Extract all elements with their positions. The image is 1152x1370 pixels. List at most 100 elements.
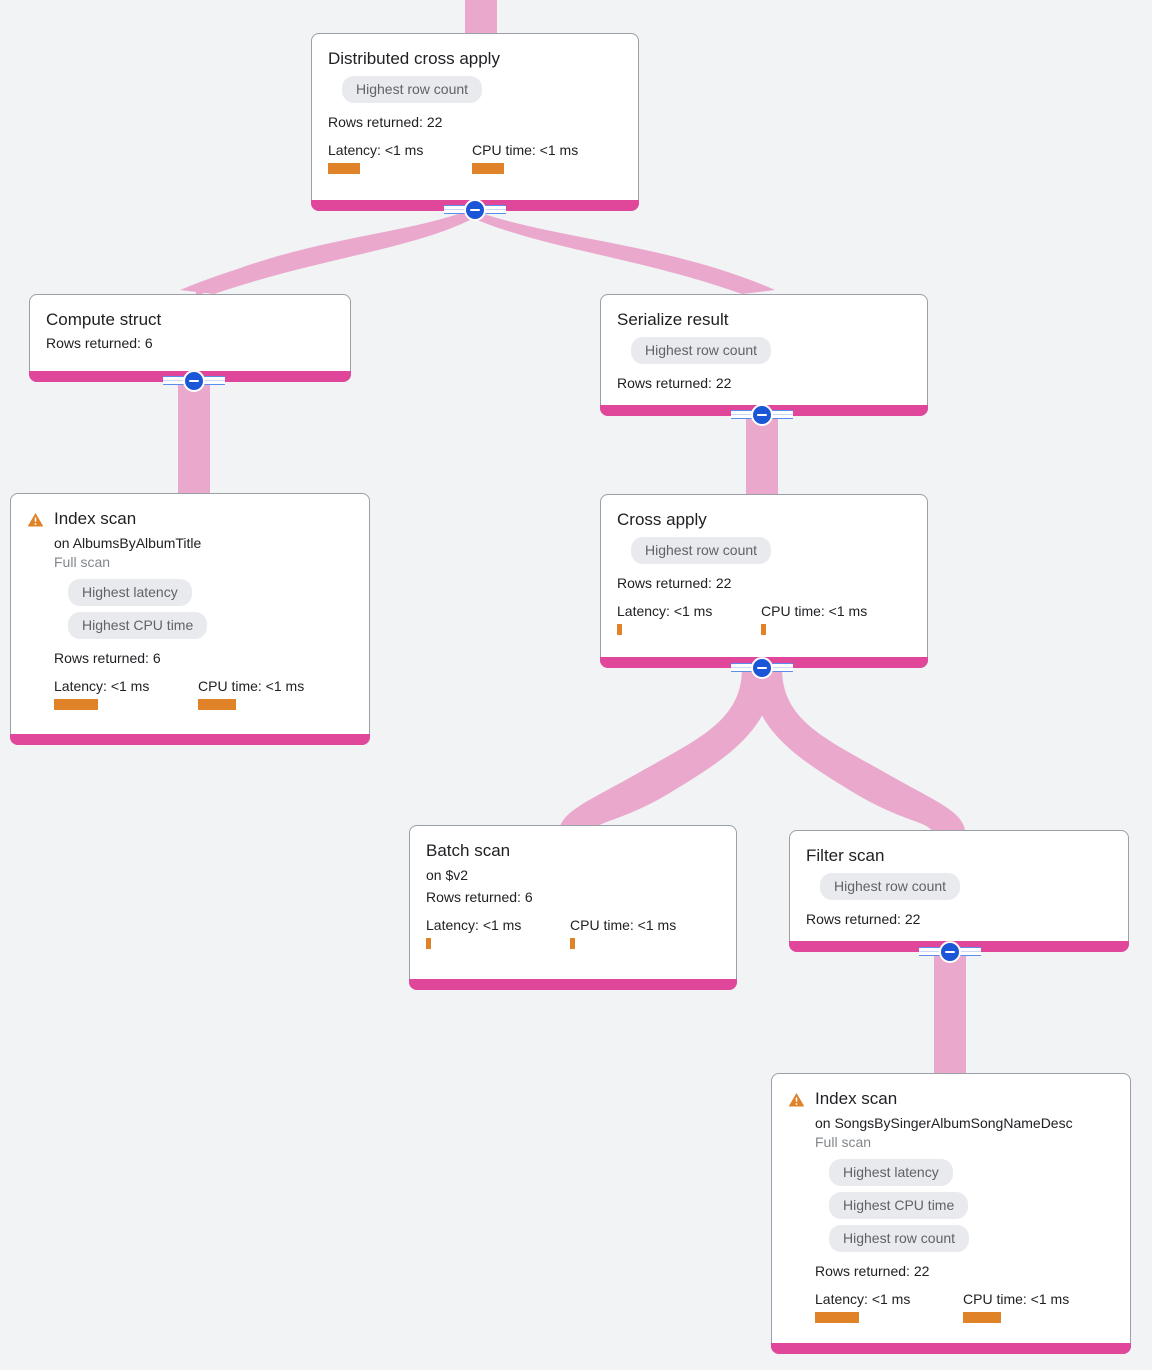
node-index-scan-songs[interactable]: Index scan on SongsBySingerAlbumSongName… xyxy=(771,1073,1131,1354)
chip-highest-row-count: Highest row count xyxy=(829,1225,970,1252)
collapse-button-filter-scan[interactable] xyxy=(939,941,961,963)
node-serialize-result[interactable]: Serialize result Highest row count Rows … xyxy=(600,294,928,416)
chip-highest-cpu-time: Highest CPU time xyxy=(829,1192,969,1219)
collapse-button-distributed-cross-apply[interactable] xyxy=(464,199,486,221)
metric-cpu-label: CPU time: <1 ms xyxy=(570,917,677,933)
edge-root-to-compute-struct xyxy=(196,210,470,296)
node-header: Compute struct Rows returned: 6 xyxy=(46,309,334,353)
warning-icon xyxy=(788,1092,805,1107)
node-metrics: Latency: <1 ms CPU time: <1 ms xyxy=(426,916,720,949)
metric-latency-label: Latency: <1 ms xyxy=(426,917,522,933)
node-rows-returned: Rows returned: 22 xyxy=(806,911,921,927)
node-rows-returned: Rows returned: 22 xyxy=(617,375,732,391)
node-header: Batch scan on $v2 Rows returned: 6 Laten… xyxy=(426,840,720,949)
node-header: Cross apply Highest row count Rows retur… xyxy=(617,509,911,635)
node-title: Serialize result xyxy=(617,310,729,329)
metric-cpu-bar xyxy=(570,938,575,949)
node-rows-returned: Rows returned: 22 xyxy=(617,575,732,591)
edge-compute-struct-to-index-scan xyxy=(178,382,210,497)
node-header: Distributed cross apply Highest row coun… xyxy=(328,48,622,174)
metric-latency: Latency: <1 ms xyxy=(815,1290,963,1323)
node-index-scan-albums[interactable]: Index scan on AlbumsByAlbumTitle Full sc… xyxy=(10,493,370,745)
node-header: Index scan on SongsBySingerAlbumSongName… xyxy=(788,1088,1114,1323)
collapse-button-serialize-result[interactable] xyxy=(751,404,773,426)
collapse-button-cross-apply[interactable] xyxy=(751,657,773,679)
chip-highest-row-count: Highest row count xyxy=(820,873,961,900)
node-chips: Highest latency Highest CPU time xyxy=(54,576,353,642)
node-chips: Highest row count xyxy=(806,870,1112,903)
metric-latency-bar xyxy=(328,163,360,174)
node-batch-scan[interactable]: Batch scan on $v2 Rows returned: 6 Laten… xyxy=(409,825,737,990)
chip-highest-row-count: Highest row count xyxy=(342,76,483,103)
metric-cpu-time: CPU time: <1 ms xyxy=(198,677,304,710)
metric-cpu-time: CPU time: <1 ms xyxy=(761,602,867,635)
metric-cpu-label: CPU time: <1 ms xyxy=(198,678,305,694)
node-accent-bar xyxy=(10,734,370,745)
node-index-name: on AlbumsByAlbumTitle xyxy=(54,535,202,551)
metric-latency-label: Latency: <1 ms xyxy=(54,678,150,694)
metric-cpu-time: CPU time: <1 ms xyxy=(472,141,578,174)
metric-cpu-bar xyxy=(472,163,504,174)
node-title: Index scan xyxy=(54,509,137,528)
node-chips: Highest row count xyxy=(617,334,911,367)
node-chips: Highest latency Highest CPU time Highest… xyxy=(815,1156,1114,1255)
edge-cross-apply-to-batch-scan xyxy=(558,668,774,838)
node-rows-returned: Rows returned: 6 xyxy=(54,650,161,666)
metric-latency-bar xyxy=(54,699,98,710)
node-chips: Highest row count xyxy=(617,534,911,567)
metric-latency-label: Latency: <1 ms xyxy=(815,1291,911,1307)
chip-highest-row-count: Highest row count xyxy=(631,537,772,564)
metric-cpu-label: CPU time: <1 ms xyxy=(761,603,868,619)
metric-latency: Latency: <1 ms xyxy=(617,602,761,635)
node-scan-type: Full scan xyxy=(815,1134,872,1150)
collapse-button-compute-struct[interactable] xyxy=(183,370,205,392)
metric-latency-bar xyxy=(815,1312,859,1323)
edge-root-to-serialize-result xyxy=(477,212,775,294)
metric-cpu-time: CPU time: <1 ms xyxy=(570,916,676,949)
node-rows-returned: Rows returned: 22 xyxy=(328,114,443,130)
metric-cpu-time: CPU time: <1 ms xyxy=(963,1290,1069,1323)
warning-icon xyxy=(27,512,44,527)
metric-cpu-bar xyxy=(761,624,766,635)
node-title: Compute struct xyxy=(46,310,162,329)
edge-cross-apply-to-filter-scan xyxy=(750,668,966,838)
node-rows-returned: Rows returned: 22 xyxy=(815,1263,930,1279)
node-metrics: Latency: <1 ms CPU time: <1 ms xyxy=(54,677,353,710)
metric-latency-label: Latency: <1 ms xyxy=(617,603,713,619)
edge-root-to-compute-struct-body xyxy=(180,212,470,294)
chip-highest-row-count: Highest row count xyxy=(631,337,772,364)
metric-latency-bar xyxy=(617,624,622,635)
node-rows-returned: Rows returned: 6 xyxy=(46,335,153,351)
metric-cpu-label: CPU time: <1 ms xyxy=(472,142,579,158)
node-title: Cross apply xyxy=(617,510,707,529)
node-header: Filter scan Highest row count Rows retur… xyxy=(806,845,1112,929)
node-accent-bar xyxy=(409,979,737,990)
node-header: Index scan on AlbumsByAlbumTitle Full sc… xyxy=(27,508,353,710)
node-title: Distributed cross apply xyxy=(328,49,500,68)
node-scan-type: Full scan xyxy=(54,554,111,570)
node-cross-apply[interactable]: Cross apply Highest row count Rows retur… xyxy=(600,494,928,668)
node-filter-scan[interactable]: Filter scan Highest row count Rows retur… xyxy=(789,830,1129,952)
node-metrics: Latency: <1 ms CPU time: <1 ms xyxy=(617,602,911,635)
chip-highest-latency: Highest latency xyxy=(68,579,192,606)
metric-cpu-bar xyxy=(198,699,236,710)
node-header: Serialize result Highest row count Rows … xyxy=(617,309,911,393)
node-accent-bar xyxy=(771,1343,1131,1354)
node-title: Batch scan xyxy=(426,841,511,860)
edge-root-stub xyxy=(465,0,497,36)
metric-cpu-label: CPU time: <1 ms xyxy=(963,1291,1070,1307)
metric-latency-bar xyxy=(426,938,431,949)
metric-latency: Latency: <1 ms xyxy=(54,677,198,710)
node-compute-struct[interactable]: Compute struct Rows returned: 6 xyxy=(29,294,351,382)
chip-highest-latency: Highest latency xyxy=(829,1159,953,1186)
metric-cpu-bar xyxy=(963,1312,1001,1323)
chip-highest-cpu-time: Highest CPU time xyxy=(68,612,208,639)
metric-latency-label: Latency: <1 ms xyxy=(328,142,424,158)
node-index-name: on $v2 xyxy=(426,867,469,883)
node-index-name: on SongsBySingerAlbumSongNameDesc xyxy=(815,1115,1073,1131)
node-metrics: Latency: <1 ms CPU time: <1 ms xyxy=(328,141,622,174)
edge-serialize-result-to-cross-apply xyxy=(746,416,778,498)
node-title: Index scan xyxy=(815,1089,898,1108)
node-distributed-cross-apply[interactable]: Distributed cross apply Highest row coun… xyxy=(311,33,639,211)
